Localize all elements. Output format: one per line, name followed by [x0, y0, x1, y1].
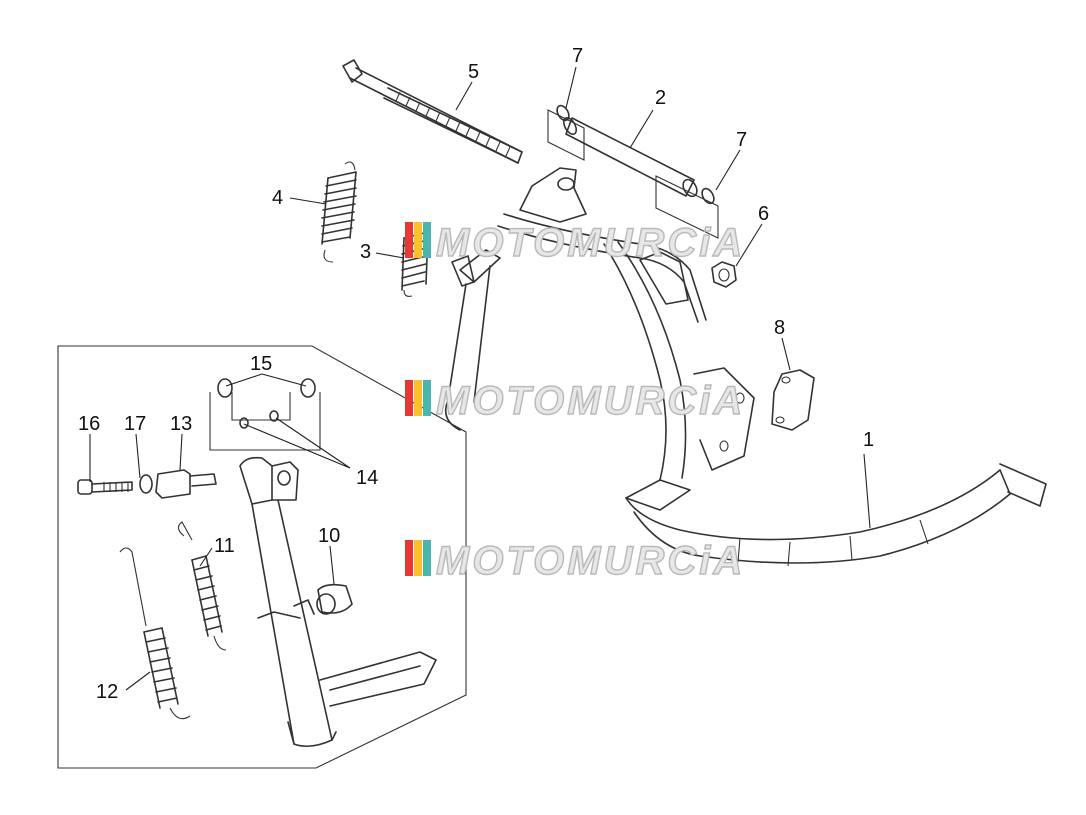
- callout-8[interactable]: 8: [774, 317, 785, 339]
- callout-15[interactable]: 15: [250, 353, 272, 375]
- part-10-bushing[interactable]: [316, 583, 353, 615]
- callout-labels: 1 2 3 4 5 6 7 7 8 10 11 12 13 14 15 16 1…: [78, 45, 874, 703]
- side-stand[interactable]: [239, 456, 437, 748]
- callout-12[interactable]: 12: [96, 681, 118, 703]
- watermark-flag-red: [405, 380, 413, 416]
- watermark-flag-red: [405, 540, 413, 576]
- inset-frame: [57, 345, 467, 769]
- part-2-pin[interactable]: [547, 104, 719, 239]
- watermark-flag-yellow: [414, 540, 422, 576]
- watermark-flag-yellow: [414, 222, 422, 258]
- watermark-text: MOTOMURCiA: [436, 221, 745, 265]
- callout-14[interactable]: 14: [356, 467, 378, 489]
- part-13-bushing[interactable]: [155, 469, 217, 499]
- callout-17[interactable]: 17: [124, 413, 146, 435]
- leader-lines: [89, 66, 871, 691]
- watermark-flag-teal: [423, 540, 431, 576]
- part-1-center-stand[interactable]: [444, 167, 1047, 567]
- callout-1[interactable]: 1: [863, 429, 874, 451]
- part-15-14-washers[interactable]: [209, 378, 321, 451]
- part-11-spring[interactable]: [177, 521, 227, 651]
- part-17-washer[interactable]: [139, 474, 153, 494]
- watermark-text: MOTOMURCiA: [436, 539, 745, 583]
- watermark-text: MOTOMURCiA: [436, 379, 745, 423]
- part-4-spring[interactable]: [321, 161, 357, 263]
- callout-2[interactable]: 2: [655, 87, 666, 109]
- callout-7-right[interactable]: 7: [736, 129, 747, 151]
- callout-11[interactable]: 11: [214, 535, 235, 557]
- callout-4[interactable]: 4: [272, 187, 283, 209]
- part-5-bolt[interactable]: [342, 59, 523, 164]
- part-16-bolt[interactable]: [77, 479, 133, 495]
- part-6-nut[interactable]: [711, 261, 737, 288]
- callout-16[interactable]: 16: [78, 413, 100, 435]
- callout-6[interactable]: 6: [758, 203, 769, 225]
- watermark-flag-yellow: [414, 380, 422, 416]
- watermark-flag-teal: [423, 222, 431, 258]
- callout-7-top[interactable]: 7: [572, 45, 583, 67]
- part-12-spring[interactable]: [119, 547, 191, 720]
- callout-5[interactable]: 5: [468, 61, 479, 83]
- watermark-flag-red: [405, 222, 413, 258]
- callout-3[interactable]: 3: [360, 241, 371, 263]
- watermark-bottom: MOTOMURCiA: [405, 538, 745, 584]
- watermark-flag-teal: [423, 380, 431, 416]
- watermark-top: MOTOMURCiA: [405, 220, 745, 266]
- watermark-middle: MOTOMURCiA: [405, 378, 745, 424]
- callout-13[interactable]: 13: [170, 413, 192, 435]
- part-8-rubber-block[interactable]: [771, 369, 815, 431]
- callout-10[interactable]: 10: [318, 525, 340, 547]
